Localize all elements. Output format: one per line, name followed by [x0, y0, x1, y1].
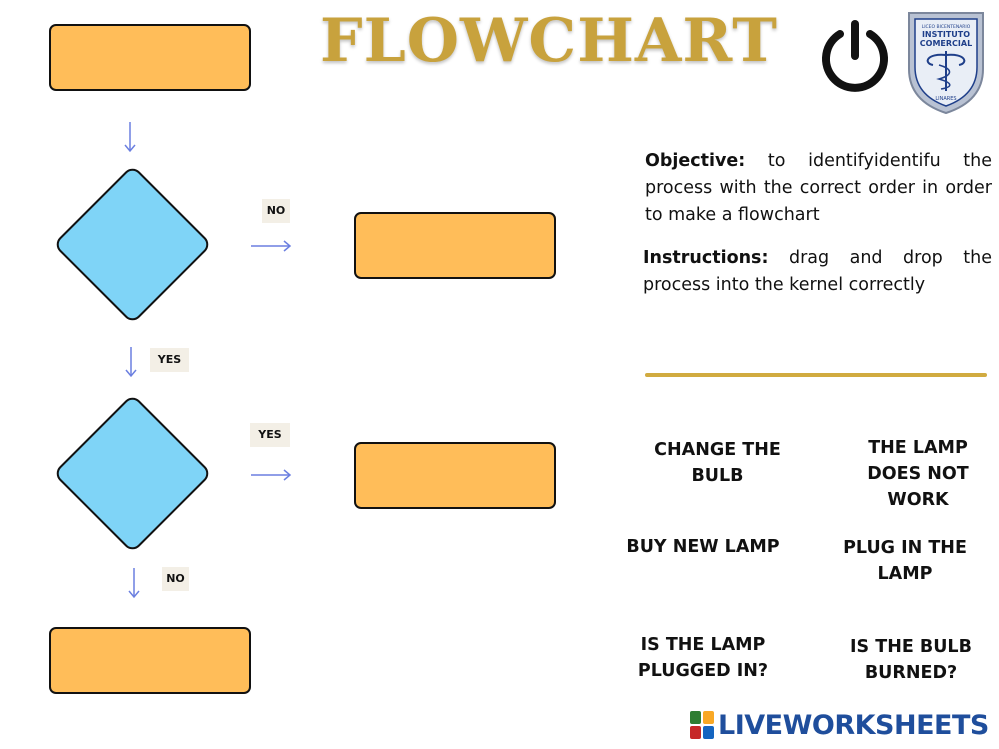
brand-mark-icon — [690, 711, 714, 739]
arrow-right-icon — [250, 238, 292, 254]
school-badge-logo: LICEO BICENTENARIO INSTITUTO COMERCIAL L… — [905, 9, 987, 115]
objective-text: Objective: to identifyidentifu the proce… — [645, 148, 992, 229]
svg-text:LINARES: LINARES — [935, 96, 956, 102]
no-label: NO — [162, 567, 189, 591]
page-title: FLOWCHART — [320, 6, 778, 76]
arrow-right-icon — [250, 467, 292, 483]
arrow-down-icon — [124, 345, 138, 379]
liveworksheets-logo: LIVEWORKSHEETS — [690, 708, 989, 742]
option-buy-new-lamp[interactable]: BUY NEW LAMP — [626, 537, 780, 557]
drop-target-decision-1[interactable] — [52, 164, 213, 325]
drop-target-yes-branch-box[interactable] — [354, 442, 556, 509]
svg-text:COMERCIAL: COMERCIAL — [920, 39, 972, 48]
drop-target-decision-2[interactable] — [52, 393, 213, 554]
svg-text:INSTITUTO: INSTITUTO — [922, 30, 970, 39]
option-is-the-bulb-burned[interactable]: IS THE BULB BURNED? — [850, 637, 972, 683]
section-divider — [645, 373, 987, 377]
instructions-label: Instructions: — [643, 248, 769, 268]
yes-label: YES — [250, 423, 290, 447]
drop-target-start-box[interactable] — [49, 24, 251, 91]
objective-body: to identifyidentifu the process with the… — [645, 151, 992, 225]
power-icon — [818, 18, 892, 92]
yes-label: YES — [150, 348, 189, 372]
instructions-body: drag and drop the process into the kerne… — [643, 248, 992, 295]
arrow-down-icon — [127, 566, 141, 600]
drop-target-end-box[interactable] — [49, 627, 251, 694]
option-the-lamp-does-not-work[interactable]: THE LAMP DOES NOT WORK — [867, 438, 969, 510]
option-is-the-lamp-plugged-in[interactable]: IS THE LAMP PLUGGED IN? — [637, 635, 769, 681]
arrow-down-icon — [123, 120, 137, 154]
option-change-the-bulb[interactable]: CHANGE THE BULB — [654, 440, 781, 486]
brand-name: LIVEWORKSHEETS — [718, 709, 989, 741]
objective-label: Objective: — [645, 151, 746, 171]
option-plug-in-the-lamp[interactable]: PLUG IN THE LAMP — [843, 538, 967, 584]
svg-text:LICEO BICENTENARIO: LICEO BICENTENARIO — [922, 24, 971, 30]
no-label: NO — [262, 199, 290, 223]
drop-target-no-branch-box[interactable] — [354, 212, 556, 279]
instructions-text: Instructions: drag and drop the process … — [643, 245, 992, 299]
